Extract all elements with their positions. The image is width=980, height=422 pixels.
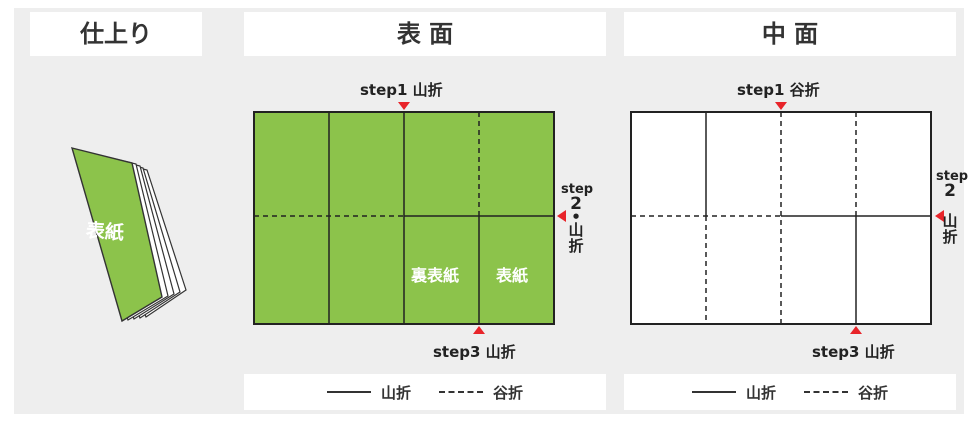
front-sheet: [253, 102, 566, 334]
inside-step1-label: step1 谷折: [737, 81, 820, 99]
valley-fold-line: [804, 391, 848, 393]
inside-step2-num: 2: [944, 181, 956, 201]
valley-fold-line: [439, 391, 483, 393]
booklet-illustration: [70, 147, 187, 323]
header-finished: 仕上り: [30, 12, 202, 56]
header-inside: 中 面: [624, 12, 956, 56]
front-step3-marker: [473, 326, 485, 334]
inside-step3-marker: [850, 326, 862, 334]
front-step1-label: step1 山折: [360, 81, 443, 99]
front-step3-label: step3 山折: [433, 343, 516, 361]
inside-step2-label: step 2 山 折: [936, 169, 969, 246]
front-step2-dot: •: [571, 208, 581, 226]
back-cover-label: 裏表紙: [411, 266, 460, 285]
booklet-cover-label: 表紙: [85, 219, 125, 245]
mountain-fold-label: 山折: [745, 383, 776, 402]
inside-step2-char1: 山: [942, 212, 958, 230]
valley-fold-label: 谷折: [493, 383, 524, 402]
mountain-fold-label: 山折: [380, 383, 411, 402]
front-step2-label: step 2 • 山 折: [561, 182, 594, 255]
mountain-fold-line: [691, 391, 736, 393]
inside-step2-char2: 折: [942, 228, 958, 246]
inside-step1-marker: [775, 102, 787, 110]
mountain-fold-line: [326, 391, 371, 393]
header-front: 表 面: [244, 12, 606, 56]
inside-step2-step: step: [936, 169, 969, 184]
front-step2-step: step: [561, 182, 594, 197]
front-step1-marker: [398, 102, 410, 110]
front-step2-marker: [557, 210, 566, 222]
front-step2-char2: 折: [568, 237, 584, 255]
valley-fold-label: 谷折: [858, 383, 889, 402]
front-step2-num: 2: [570, 194, 582, 214]
booklet-cover: [70, 147, 163, 323]
front-step2-char1: 山: [568, 221, 584, 239]
front-legend: 山折 谷折: [244, 374, 606, 410]
cover-label: 表紙: [496, 266, 529, 285]
inside-sheet: [630, 102, 944, 334]
inside-legend: 山折 谷折: [624, 374, 956, 410]
inside-step3-label: step3 山折: [812, 343, 895, 361]
inside-step2-marker: [935, 210, 944, 222]
